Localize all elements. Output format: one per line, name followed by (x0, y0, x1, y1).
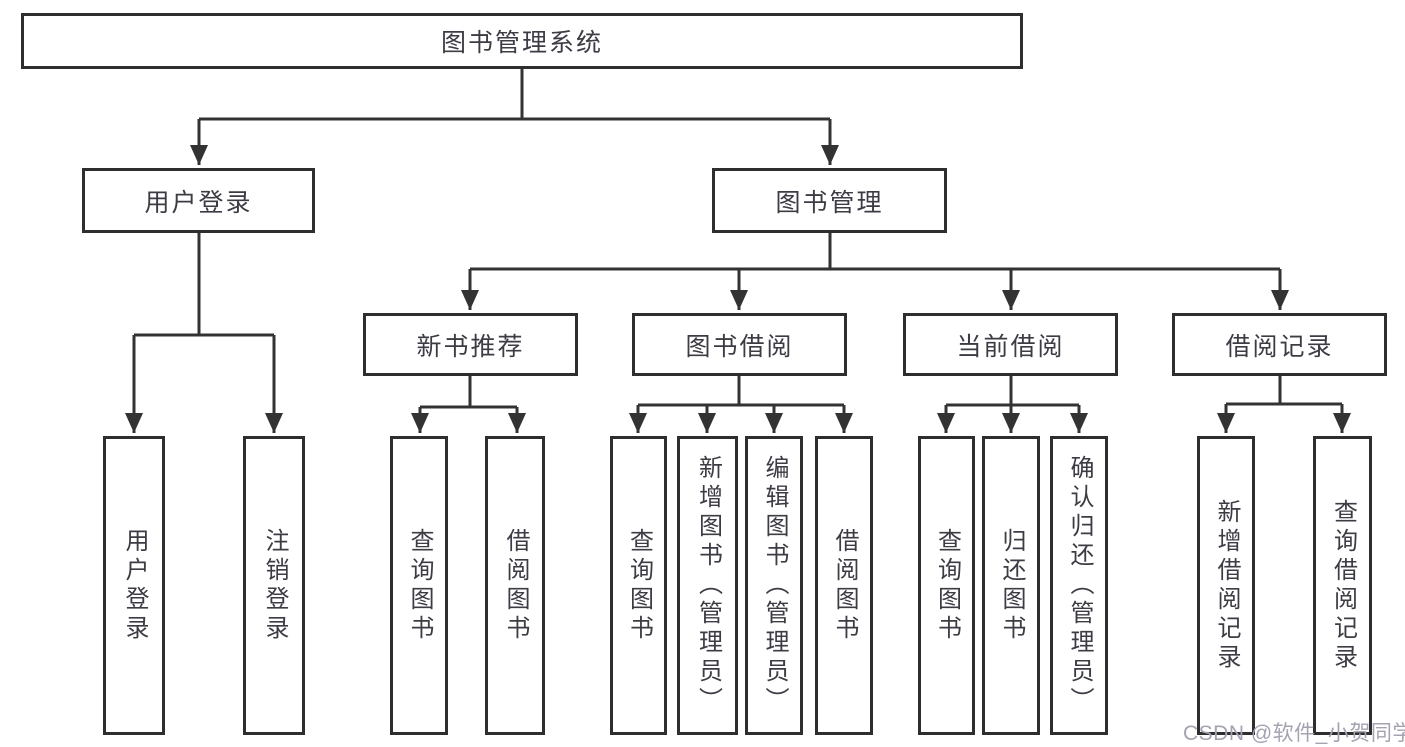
leaf-add-borrow-record: 新增借阅记录 (1197, 436, 1255, 735)
leaf-confirm-return-admin: 确认归还（管理员） (1050, 436, 1108, 735)
leaf-borrow-books-recommend: 借阅图书 (485, 436, 545, 735)
leaf-edit-books-admin: 编辑图书（管理员） (745, 436, 803, 735)
node-user-login: 用户登录 (82, 168, 315, 233)
node-book-borrowing: 图书借阅 (632, 313, 847, 376)
node-new-book-recommend: 新书推荐 (363, 313, 578, 376)
leaf-logout: 注销登录 (243, 436, 305, 735)
leaf-query-books-recommend: 查询图书 (390, 436, 448, 735)
node-library-management-system: 图书管理系统 (21, 13, 1023, 69)
leaf-return-books: 归还图书 (982, 436, 1040, 735)
leaf-query-books-borrowing: 查询图书 (610, 436, 667, 735)
node-current-borrowing: 当前借阅 (903, 313, 1118, 376)
watermark: CSDN @软件_小贺同学 (1183, 722, 1405, 745)
leaf-user-login: 用户登录 (103, 436, 165, 735)
leaf-add-books-admin: 新增图书（管理员） (677, 436, 738, 735)
node-borrowing-records: 借阅记录 (1172, 313, 1387, 376)
node-book-management: 图书管理 (712, 168, 947, 233)
leaf-query-borrow-record: 查询借阅记录 (1313, 436, 1372, 735)
leaf-query-books-current: 查询图书 (918, 436, 975, 735)
leaf-borrow-books-borrowing: 借阅图书 (815, 436, 873, 735)
